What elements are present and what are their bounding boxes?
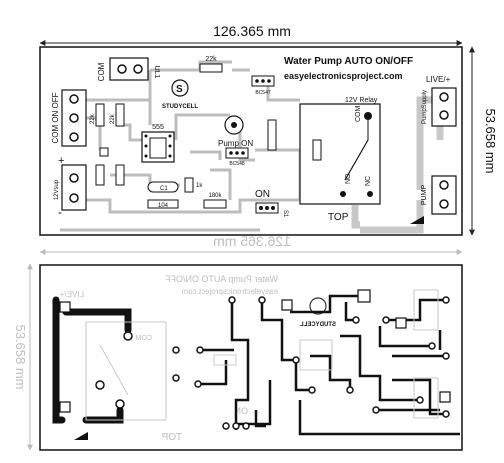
top-resistor-1k [184, 177, 194, 193]
top-plus-label: + [58, 155, 64, 167]
top-com-label: COM [97, 62, 106, 81]
top-relay: 12V Relay COM NO NC [299, 97, 381, 205]
bottom-square-pads [59, 289, 451, 413]
top-resistor-array [95, 103, 125, 186]
top-top-label: TOP [328, 212, 349, 223]
bottom-ghost-labels: Water Pump AUTO ON/OFF easyelectronicspr… [59, 274, 278, 443]
top-corner-triangle [410, 216, 424, 224]
top-capacitor-c1: C1 104 [147, 181, 179, 209]
top-transistor-bc547: BC547 [251, 75, 275, 96]
top-resistor-22k: 22k [199, 56, 223, 73]
bottom-website: easyelectronicsproject.com [181, 287, 278, 296]
top-switch-s1: ON S1 [255, 189, 288, 218]
bottom-height-dimension: 53.658 mm [13, 324, 28, 389]
top-transistor-bc548: BC548 [225, 147, 249, 167]
top-live-connector: LIVE/+ PumpSupply [422, 75, 457, 127]
top-studycell-logo: S STUDYCELL [162, 79, 198, 110]
top-pump-on-led: Pump ON [218, 115, 253, 148]
top-live-label: LIVE/+ [426, 75, 451, 84]
bottom-studycell-logo: STUDYCELL [300, 297, 336, 328]
top-bc548-label: BC548 [229, 161, 245, 167]
top-ul1-label: UL1 [153, 66, 160, 79]
top-s1-label: S1 [282, 210, 288, 218]
top-pump-on-label: Pump ON [218, 139, 253, 148]
top-title: Water Pump AUTO ON/OFF [284, 56, 413, 67]
top-width-dimension: 126.365 mm [213, 23, 291, 39]
top-com-sensor-connector: COM UL1 [97, 57, 160, 81]
top-input-label: 12Vsup [54, 179, 60, 200]
bottom-title: Water Pump AUTO ON/OFF [164, 274, 278, 284]
bottom-top-label: TOP [161, 432, 182, 443]
svg-text:S: S [176, 84, 183, 95]
top-height-dimension: 53.658 mm [483, 108, 498, 173]
top-relay-nc-label: NC [365, 176, 372, 186]
bottom-on-label: ON [235, 406, 249, 416]
top-diode-d1 [267, 119, 277, 151]
top-ic-555-label: 555 [152, 124, 164, 131]
top-relay-no-label: NO [345, 173, 352, 184]
top-resistor-22k-a-label: 22k [90, 113, 96, 124]
top-r1k-label: 1k [196, 183, 203, 189]
top-bc547-label: BC547 [255, 90, 271, 96]
top-ic-555: 555 [141, 124, 175, 163]
top-brand-label: STUDYCELL [162, 104, 198, 110]
top-resistor-22k-label: 22k [205, 56, 217, 63]
top-r180k-label: 180k [208, 193, 222, 199]
top-resistor-22k-b-label: 22k [110, 113, 116, 124]
top-on-label: ON [255, 189, 270, 200]
bottom-ghost-components [85, 289, 439, 421]
top-pump-connector: PUMP [421, 175, 457, 215]
bottom-corner-triangle [74, 432, 88, 440]
top-relay-com-label: COM [355, 106, 362, 123]
top-relay-label: 12V Relay [345, 97, 378, 104]
bottom-brand-label: STUDYCELL [300, 322, 336, 328]
bottom-live-label: LIVE/+ [59, 290, 84, 299]
top-website: easyelectronicsproject.com [284, 71, 403, 81]
top-c104-label: 104 [158, 203, 169, 209]
top-pcb-view: 126.365 mm 53.658 mm [39, 23, 498, 236]
top-power-input-connector: + - 12Vsup [54, 155, 87, 219]
bottom-com-label: COM [136, 335, 153, 342]
top-pump-supply-label: PumpSupply [422, 90, 428, 124]
top-com-on-off-label: COM ON OFF [51, 92, 60, 143]
top-minus-label: - [58, 205, 62, 219]
bottom-width-dimension: 126.365 mm [213, 233, 291, 249]
top-c1-label: C1 [160, 186, 168, 192]
top-resistor-180k [203, 199, 227, 209]
top-pump-label: PUMP [421, 185, 428, 206]
bottom-pcb-view: 126.365 mm 53.658 mm Water Pump AUTO ON/… [13, 233, 463, 451]
top-com-on-off-connector: COM ON OFF [51, 89, 87, 147]
bottom-pads [95, 292, 450, 430]
